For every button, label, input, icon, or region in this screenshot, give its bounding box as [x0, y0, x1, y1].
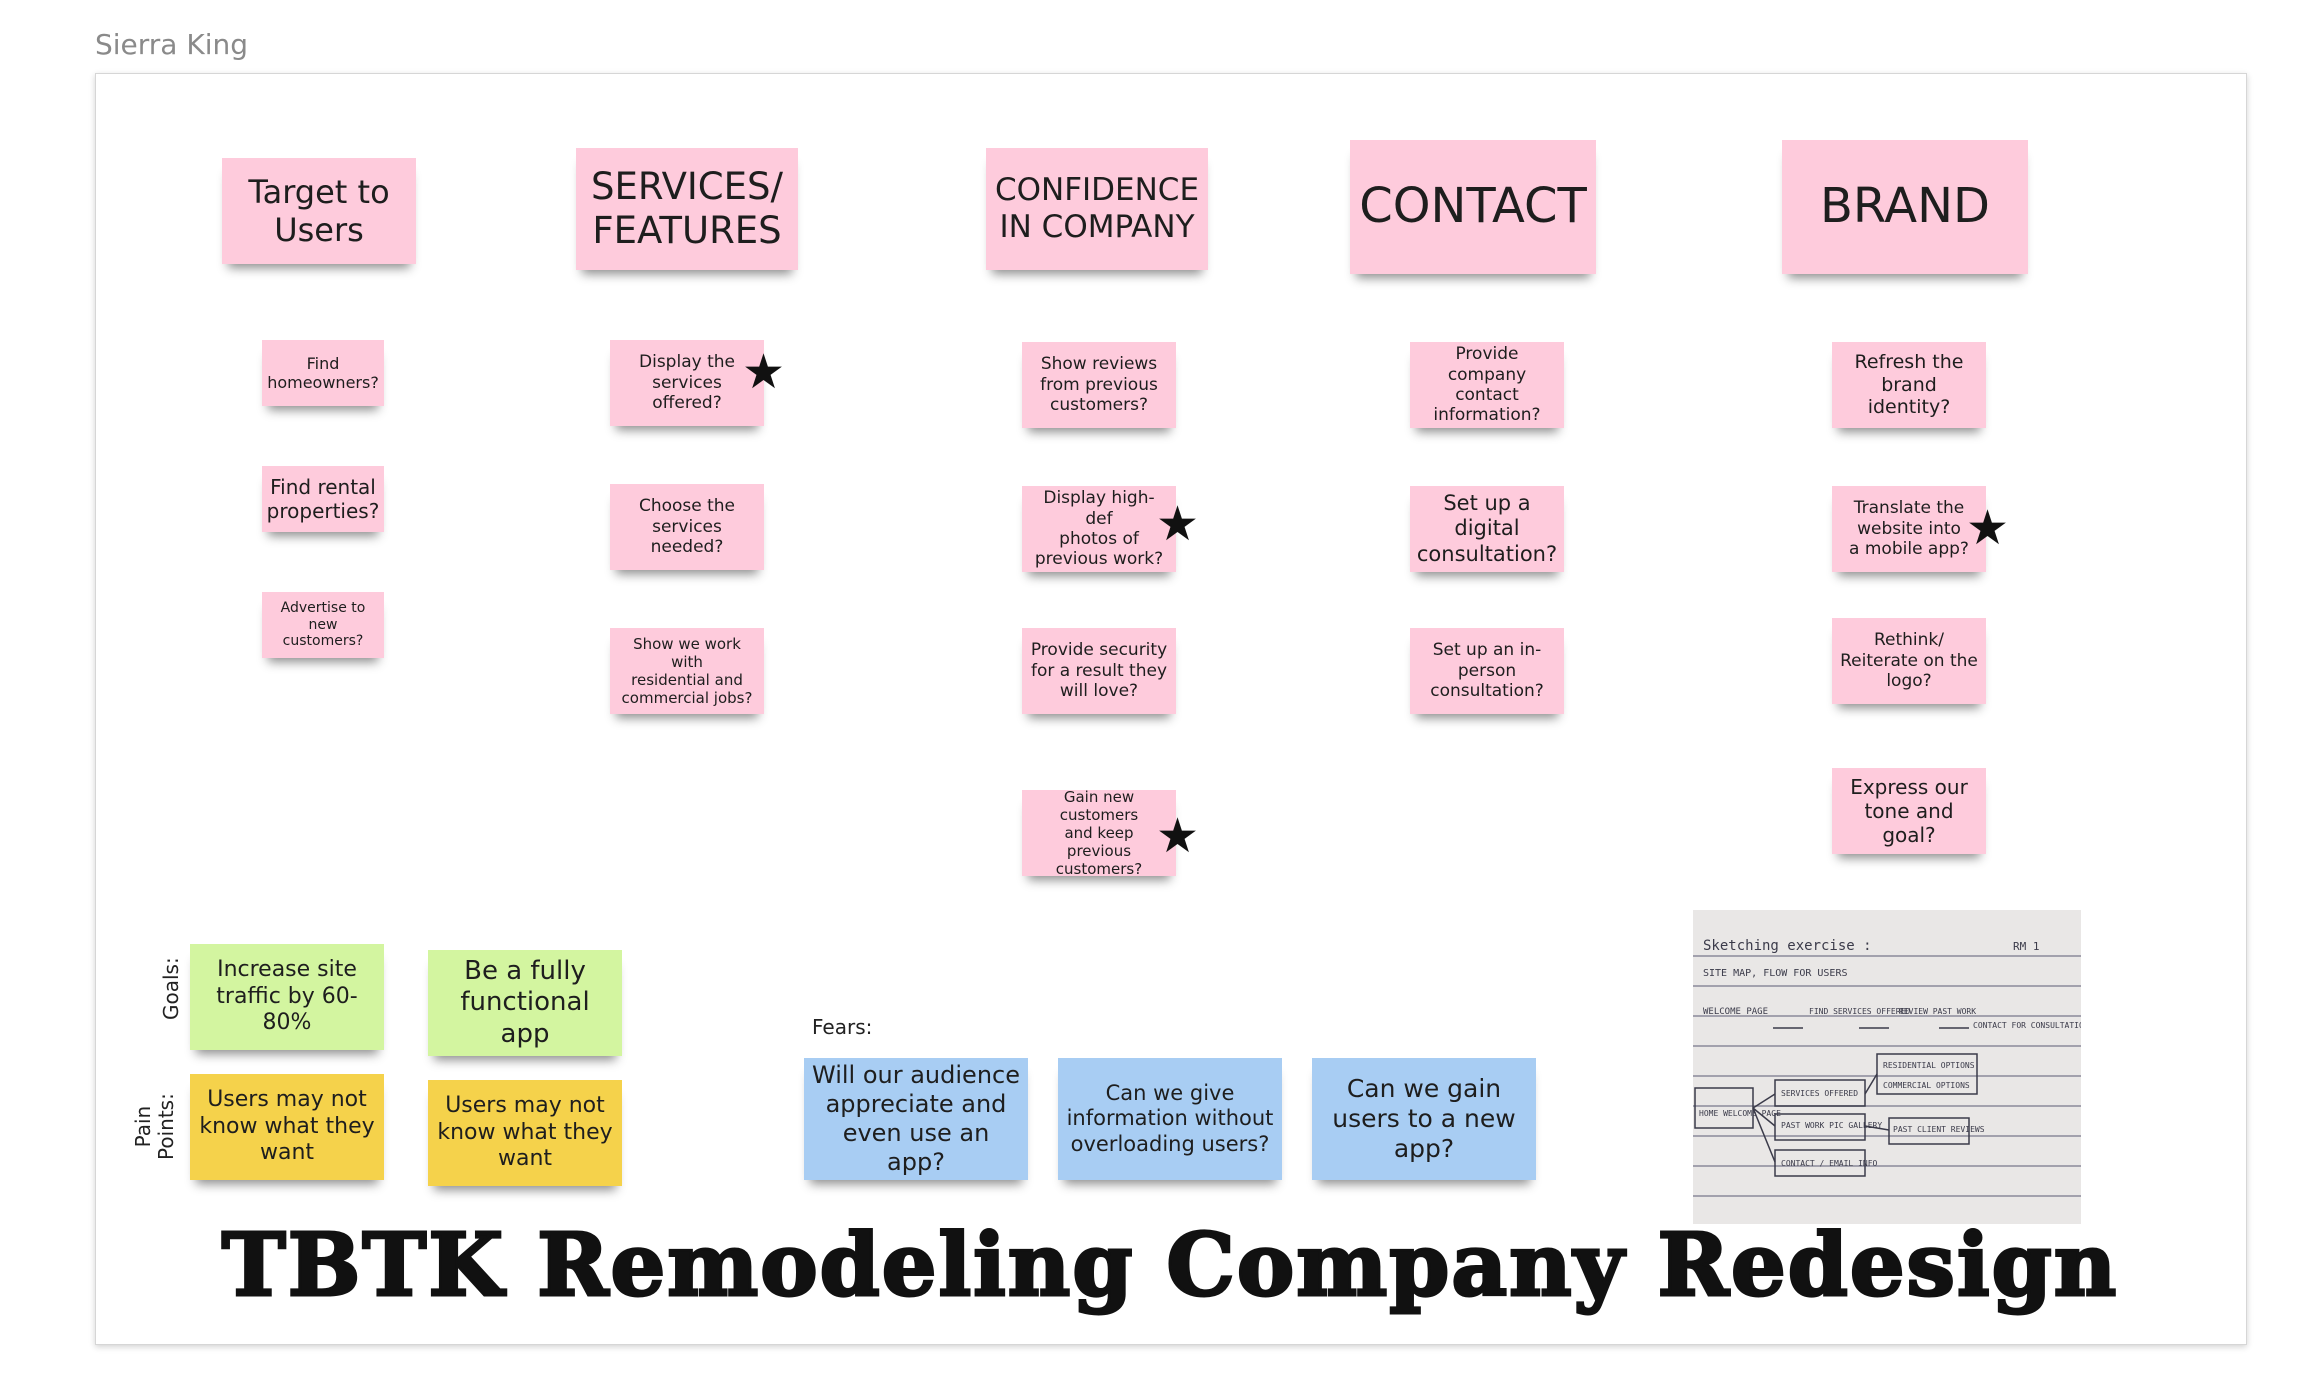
header-contact[interactable]: CONTACT [1350, 140, 1596, 274]
goal-site-traffic[interactable]: Increase site traffic by 60-80% [190, 944, 384, 1050]
note-display-photos[interactable]: Display high-def photos of previous work… [1022, 486, 1176, 572]
sketch-sub-3: PAST CLIENT REVIEWS [1893, 1125, 1985, 1134]
fear-audience[interactable]: Will our audience appreciate and even us… [804, 1058, 1028, 1180]
sketch-branch-1: SERVICES OFFERED [1781, 1089, 1858, 1098]
board-owner: Sierra King [95, 28, 249, 61]
header-target-users[interactable]: Target to Users [222, 158, 416, 264]
sketch-branch-2: PAST WORK PIC GALLERY [1781, 1121, 1882, 1130]
sketch-flow-4: CONTACT FOR CONSULTATION [1973, 1021, 2081, 1030]
note-gain-customers[interactable]: Gain new customers and keep previous cus… [1022, 788, 1176, 878]
note-digital-consultation[interactable]: Set up a digital consultation? [1410, 486, 1564, 572]
note-advertise[interactable]: Advertise to new customers? [262, 592, 384, 658]
sitemap-sketch-image[interactable]: Sketching exercise : RM 1 SITE MAP, FLOW… [1693, 910, 2089, 1224]
star-icon: ★ [1966, 500, 2010, 556]
board-title: TBTK Remodeling Company Redesign [220, 1214, 2119, 1318]
sketch-flow-2: FIND SERVICES OFFERED [1809, 1007, 1910, 1016]
note-choose-services[interactable]: Choose the services needed? [610, 484, 764, 570]
pain-points-label: Pain Points: [131, 1093, 178, 1160]
note-provide-security[interactable]: Provide security for a result they will … [1022, 628, 1176, 714]
star-icon: ★ [1156, 808, 1200, 864]
sketch-root: HOME WELCOME PAGE [1699, 1109, 1781, 1118]
note-rethink-logo[interactable]: Rethink/ Reiterate on the logo? [1832, 618, 1986, 704]
sketch-heading: Sketching exercise : [1703, 938, 1872, 954]
fears-label: Fears: [812, 1015, 873, 1039]
note-company-contact[interactable]: Provide company contact information? [1410, 342, 1564, 428]
fear-overloading[interactable]: Can we give information without overload… [1058, 1058, 1282, 1180]
note-display-services[interactable]: Display the services offered? [610, 340, 764, 426]
note-find-rental[interactable]: Find rental properties? [262, 466, 384, 532]
note-mobile-app[interactable]: Translate the website into a mobile app? [1832, 486, 1986, 572]
pain-point-1[interactable]: Users may not know what they want [190, 1074, 384, 1180]
header-services-features[interactable]: SERVICES/ FEATURES [576, 148, 798, 270]
fear-new-app[interactable]: Can we gain users to a new app? [1312, 1058, 1536, 1180]
note-refresh-brand[interactable]: Refresh the brand identity? [1832, 342, 1986, 428]
sketch-branch-3: CONTACT / EMAIL INFO [1781, 1159, 1878, 1168]
pain-point-2[interactable]: Users may not know what they want [428, 1080, 622, 1186]
header-confidence[interactable]: CONFIDENCE IN COMPANY [986, 148, 1208, 270]
sketch-drawing: Sketching exercise : RM 1 SITE MAP, FLOW… [1693, 938, 2089, 1197]
star-icon: ★ [1156, 496, 1200, 552]
sketch-sub-2: COMMERCIAL OPTIONS [1883, 1081, 1970, 1090]
sketch-flow-1: WELCOME PAGE [1703, 1007, 1768, 1017]
sketch-tag: RM 1 [2013, 940, 2040, 953]
header-brand[interactable]: BRAND [1782, 140, 2028, 274]
star-icon: ★ [742, 344, 786, 400]
sketch-flow-3: REVIEW PAST WORK [1899, 1007, 1976, 1016]
note-express-tone[interactable]: Express our tone and goal? [1832, 768, 1986, 854]
sketch-sub-1: RESIDENTIAL OPTIONS [1883, 1061, 1975, 1070]
goals-label: Goals: [159, 957, 183, 1020]
note-residential-commercial[interactable]: Show we work with residential and commer… [610, 628, 764, 714]
note-find-homeowners[interactable]: Find homeowners? [262, 340, 384, 406]
note-show-reviews[interactable]: Show reviews from previous customers? [1022, 342, 1176, 428]
goal-functional-app[interactable]: Be a fully functional app [428, 950, 622, 1056]
note-inperson-consultation[interactable]: Set up an in- person consultation? [1410, 628, 1564, 714]
sketch-subheading: SITE MAP, FLOW FOR USERS [1703, 968, 1848, 979]
